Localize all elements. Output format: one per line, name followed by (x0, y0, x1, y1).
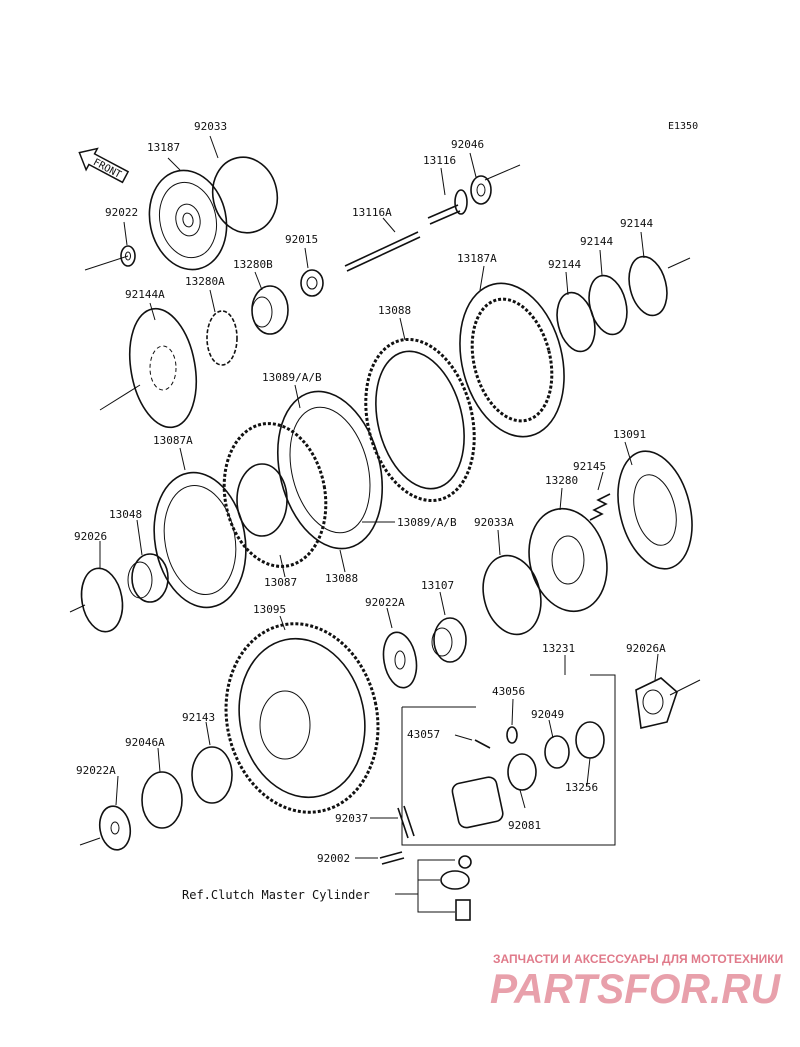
part-label: 13187A (457, 252, 497, 265)
part-label: 92033A (474, 516, 514, 529)
reference-note: Ref.Clutch Master Cylinder (182, 888, 370, 902)
part-label: 43056 (492, 685, 525, 698)
part-label: 13087 (264, 576, 297, 589)
axis-lines (69, 164, 701, 846)
parts-artwork (80, 156, 693, 921)
part-label: 92049 (531, 708, 564, 721)
part-label: 13107 (421, 579, 454, 592)
part-label: 13231 (542, 642, 575, 655)
part-number-labels: 13187 92033 92022 92046 13116 13116A 920… (74, 120, 666, 865)
part-label: 92037 (335, 812, 368, 825)
part-label: 13256 (565, 781, 598, 794)
part-label: 13280 (545, 474, 578, 487)
part-label: 13095 (253, 603, 286, 616)
part-label: 92022A (365, 596, 405, 609)
part-label: 13048 (109, 508, 142, 521)
part-label: 92144 (548, 258, 581, 271)
watermark-tagline: ЗАПЧАСТИ И АКСЕССУАРЫ ДЛЯ МОТОТЕХНИКИ (493, 952, 783, 966)
part-label: 92144A (125, 288, 165, 301)
watermark-brand: PARTSFOR.RU (490, 965, 782, 1012)
part-label: 13088 (325, 572, 358, 585)
part-label: 13280A (185, 275, 225, 288)
part-label: 13089/A/B (397, 516, 457, 529)
label-leaders (99, 135, 659, 913)
part-label: 92145 (573, 460, 606, 473)
part-label: 92081 (508, 819, 541, 832)
part-label: 92046A (125, 736, 165, 749)
part-label: 13091 (613, 428, 646, 441)
part-label: 92022 (105, 206, 138, 219)
part-label: 13088 (378, 304, 411, 317)
part-label: 92144 (620, 217, 653, 230)
part-label: 13116A (352, 206, 392, 219)
part-label: 92144 (580, 235, 613, 248)
part-label: 92026A (626, 642, 666, 655)
part-label: 92143 (182, 711, 215, 724)
part-label: 92046 (451, 138, 484, 151)
part-label: 13089/A/B (262, 371, 322, 384)
part-label: 13087A (153, 434, 193, 447)
part-label: 13187 (147, 141, 180, 154)
part-label: 13116 (423, 154, 456, 167)
part-label: 92022A (76, 764, 116, 777)
part-label: 43057 (407, 728, 440, 741)
diagram-code: E1350 (668, 121, 698, 132)
part-label: 13280B (233, 258, 273, 271)
part-label: 92015 (285, 233, 318, 246)
watermark-logo: ЗАПЧАСТИ И АКСЕССУАРЫ ДЛЯ МОТОТЕХНИКИ PA… (490, 952, 783, 1012)
front-arrow-icon: FRONT (78, 147, 130, 184)
part-label: 92002 (317, 852, 350, 865)
part-label: 92026 (74, 530, 107, 543)
part-label: 92033 (194, 120, 227, 133)
